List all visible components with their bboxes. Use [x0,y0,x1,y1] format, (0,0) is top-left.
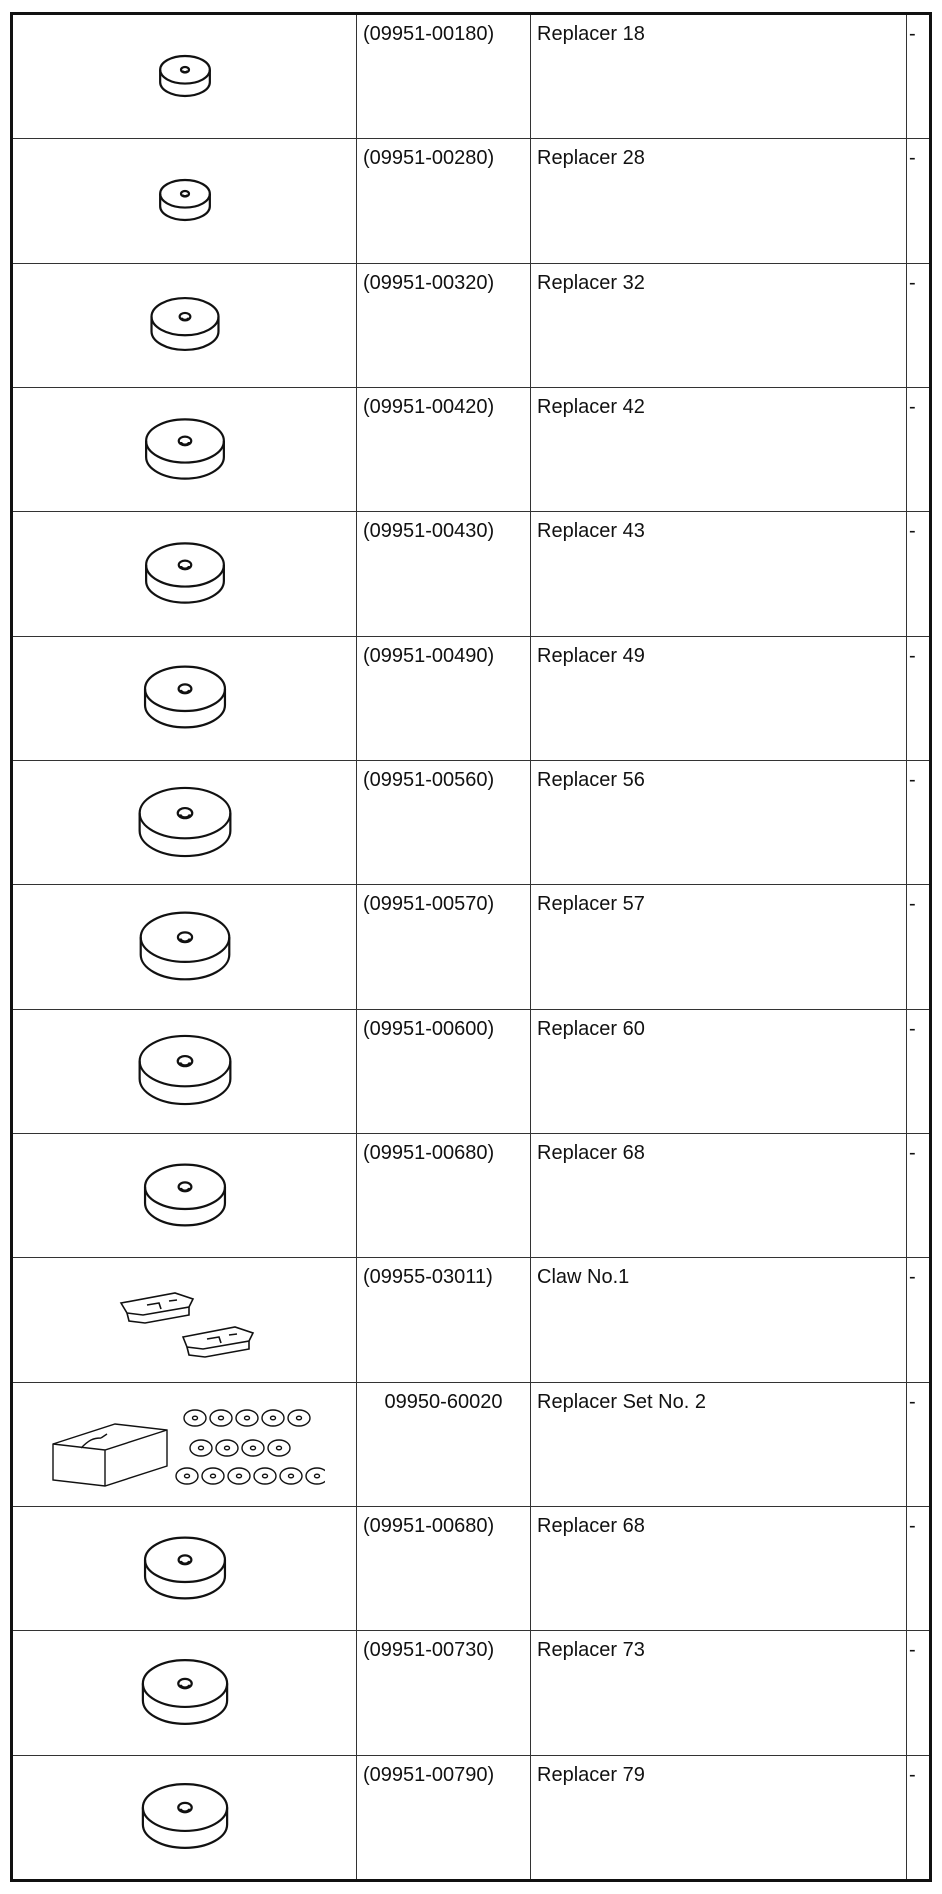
replacer-icon [13,15,357,139]
quantity: - [909,644,916,667]
tool-name: Replacer 60 [531,1009,907,1133]
table-row: (09951-00570) Replacer 57 - [13,885,929,1010]
part-number: (09951-00320) [357,263,531,387]
table-row: (09951-00680) Replacer 68 - [13,1506,929,1632]
replacer-set-icon [13,1382,357,1506]
table-row: (09951-00180) Replacer 18 - [13,15,929,140]
table-row: (09951-00490) Replacer 49 - [13,636,929,761]
replacer-icon [13,1009,357,1133]
table-row: (09951-00730) Replacer 73 - [13,1631,929,1756]
part-number: (09951-00430) [357,512,531,636]
tool-name: Claw No.1 [531,1258,907,1382]
table-row: (09951-00560) Replacer 56 - [13,760,929,886]
special-tools-table: (09951-00180) Replacer 18 - (09951-00280… [10,12,932,1882]
table-row: (09951-00680) Replacer 68 - [13,1133,929,1259]
tool-name: Replacer 28 [531,139,907,263]
part-number: (09955-03011) [357,1258,531,1382]
part-number: (09951-00180) [357,15,531,139]
part-number: (09951-00570) [357,885,531,1009]
quantity: - [909,520,916,543]
table-row: (09951-00420) Replacer 42 - [13,387,929,513]
replacer-icon [13,885,357,1009]
part-number: (09951-00730) [357,1631,531,1755]
quantity: - [909,893,916,916]
replacer-icon [13,263,357,387]
quantity: - [909,1639,916,1662]
replacer-icon [13,636,357,760]
part-number: (09951-00680) [357,1506,531,1631]
part-number: (09951-00560) [357,760,531,885]
quantity: - [909,271,916,294]
tool-name: Replacer 73 [531,1631,907,1755]
table-row: (09951-00430) Replacer 43 - [13,512,929,637]
quantity: - [909,1017,916,1040]
tool-name: Replacer 49 [531,636,907,760]
replacer-icon [13,1133,357,1258]
part-number: (09951-00600) [357,1009,531,1133]
tool-name: Replacer 56 [531,760,907,885]
tool-name: Replacer 18 [531,15,907,139]
replacer-icon [13,387,357,512]
quantity: - [909,147,916,170]
tool-name: Replacer 43 [531,512,907,636]
quantity: - [909,1141,916,1164]
tool-name: Replacer 57 [531,885,907,1009]
quantity: - [909,23,916,45]
tool-name: Replacer Set No. 2 [531,1382,907,1506]
table-row: 09950-60020 Replacer Set No. 2 - [13,1382,929,1507]
quantity: - [909,768,916,791]
table-row: (09951-00280) Replacer 28 - [13,139,929,264]
table-row: (09955-03011) Claw No.1 - [13,1258,929,1383]
replacer-icon [13,760,357,885]
quantity: - [909,1266,916,1289]
table-row: (09951-00600) Replacer 60 - [13,1009,929,1134]
part-number: (09951-00790) [357,1755,531,1879]
quantity: - [909,395,916,418]
tool-name: Replacer 68 [531,1506,907,1631]
tool-name: Replacer 32 [531,263,907,387]
tool-name: Replacer 79 [531,1755,907,1879]
replacer-icon [13,512,357,636]
part-number: (09951-00490) [357,636,531,760]
part-number: (09951-00680) [357,1133,531,1258]
part-number: (09951-00280) [357,139,531,263]
tool-name: Replacer 42 [531,387,907,512]
quantity: - [909,1514,916,1537]
replacer-icon [13,139,357,263]
part-number: (09951-00420) [357,387,531,512]
table-row: (09951-00320) Replacer 32 - [13,263,929,388]
table-row: (09951-00790) Replacer 79 - [13,1755,929,1879]
replacer-icon [13,1631,357,1755]
replacer-icon [13,1755,357,1879]
quantity: - [909,1763,916,1786]
quantity: - [909,1390,916,1413]
claw-icon [13,1258,357,1382]
part-number: 09950-60020 [357,1382,531,1506]
tool-name: Replacer 68 [531,1133,907,1258]
replacer-icon [13,1506,357,1631]
